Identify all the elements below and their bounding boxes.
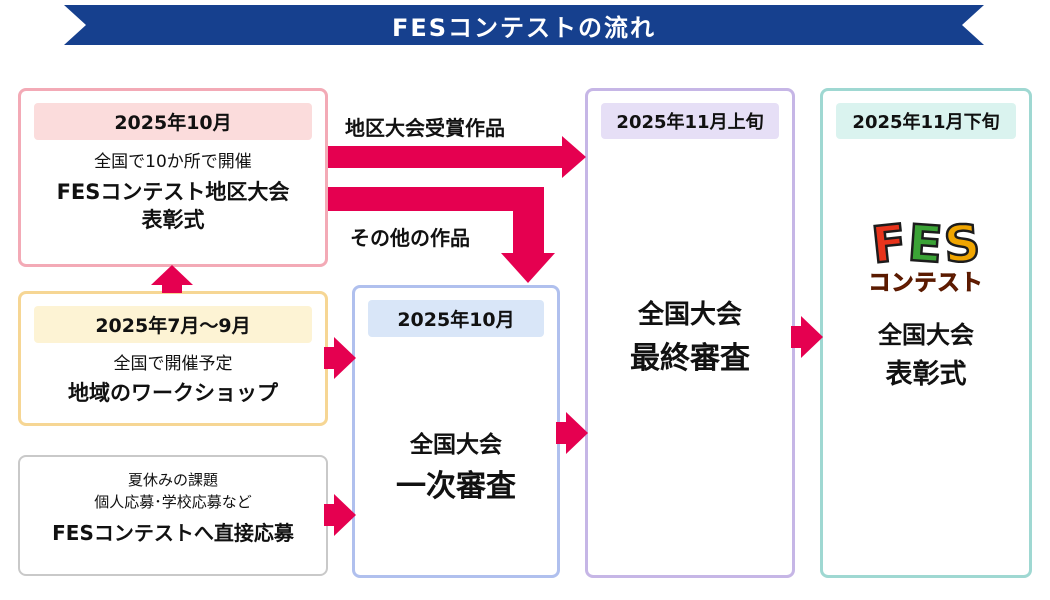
first-screening-box: 2025年10月 全国大会 一次審査: [352, 285, 560, 578]
arrow-workshop-to-district-shaft: [162, 283, 182, 293]
arrow-district-to-first-head: [501, 253, 555, 283]
award-date-chip: 2025年11月下旬: [836, 103, 1016, 139]
first-round-date-chip: 2025年10月: [368, 300, 544, 337]
arrow-district-to-first-vshaft: [513, 187, 544, 253]
arrow-district-to-first-hshaft: [328, 187, 544, 211]
arrow-district-to-final-head: [562, 136, 586, 178]
direct-application-box: 夏休みの課題 個人応募･学校応募など FESコンテストへ直接応募: [18, 455, 328, 576]
title-ribbon: FESコンテストの流れ: [64, 5, 984, 45]
fes-logo-letter-f: F: [868, 212, 911, 276]
district-line1: 全国で10か所で開催: [94, 152, 252, 172]
first-round-line1: 全国大会: [410, 432, 502, 458]
final-screening-box: 2025年11月上旬 全国大会 最終審査: [585, 88, 795, 578]
fes-logo-letter-e: E: [905, 213, 946, 276]
district-date-chip: 2025年10月: [34, 103, 312, 140]
final-round-line1: 全国大会: [637, 300, 742, 330]
arrow-first-to-final-head: [566, 412, 588, 454]
label-awarded-works: 地区大会受賞作品: [345, 116, 505, 140]
first-round-line2: 一次審査: [396, 469, 516, 504]
district-contest-box: 2025年10月 全国で10か所で開催 FESコンテスト地区大会 表彰式: [18, 88, 328, 267]
workshop-line2: 地域のワークショップ: [68, 380, 278, 405]
arrow-workshop-to-first-head: [334, 337, 356, 379]
fes-logo-kana: コンテスト: [868, 271, 984, 296]
district-line3: 表彰式: [141, 207, 205, 232]
arrow-final-to-award-shaft: [791, 326, 803, 348]
award-line1: 全国大会: [878, 321, 974, 349]
final-round-line2: 最終審査: [630, 341, 750, 376]
district-line2: FESコンテスト地区大会: [56, 179, 290, 204]
page-title: FESコンテストの流れ: [391, 13, 657, 42]
award-ceremony-box: 2025年11月下旬 FES コンテスト 全国大会 表彰式: [820, 88, 1032, 578]
workshop-date-chip: 2025年7月〜9月: [34, 306, 312, 343]
arrow-workshop-to-first-shaft: [324, 347, 336, 369]
arrow-workshop-to-district-head: [151, 265, 193, 285]
direct-line1: 夏休みの課題: [127, 471, 218, 489]
arrow-direct-to-first-head: [334, 494, 356, 536]
arrow-district-to-final-shaft: [328, 146, 562, 168]
fes-contest-logo: FES コンテスト: [823, 212, 1029, 296]
direct-line3: FESコンテストへ直接応募: [52, 520, 294, 545]
arrow-final-to-award-head: [801, 316, 823, 358]
fes-logo-letter-s: S: [941, 213, 983, 276]
arrow-direct-to-first-shaft: [324, 504, 336, 526]
award-line2: 表彰式: [885, 359, 967, 390]
direct-line2: 個人応募･学校応募など: [94, 492, 252, 511]
fes-logo-letters: FES: [823, 212, 1029, 276]
label-other-works: その他の作品: [350, 226, 470, 250]
workshop-box: 2025年7月〜9月 全国で開催予定 地域のワークショップ: [18, 291, 328, 426]
final-round-date-chip: 2025年11月上旬: [601, 103, 779, 139]
arrow-first-to-final-shaft: [556, 422, 568, 444]
workshop-line1: 全国で開催予定: [113, 354, 233, 374]
